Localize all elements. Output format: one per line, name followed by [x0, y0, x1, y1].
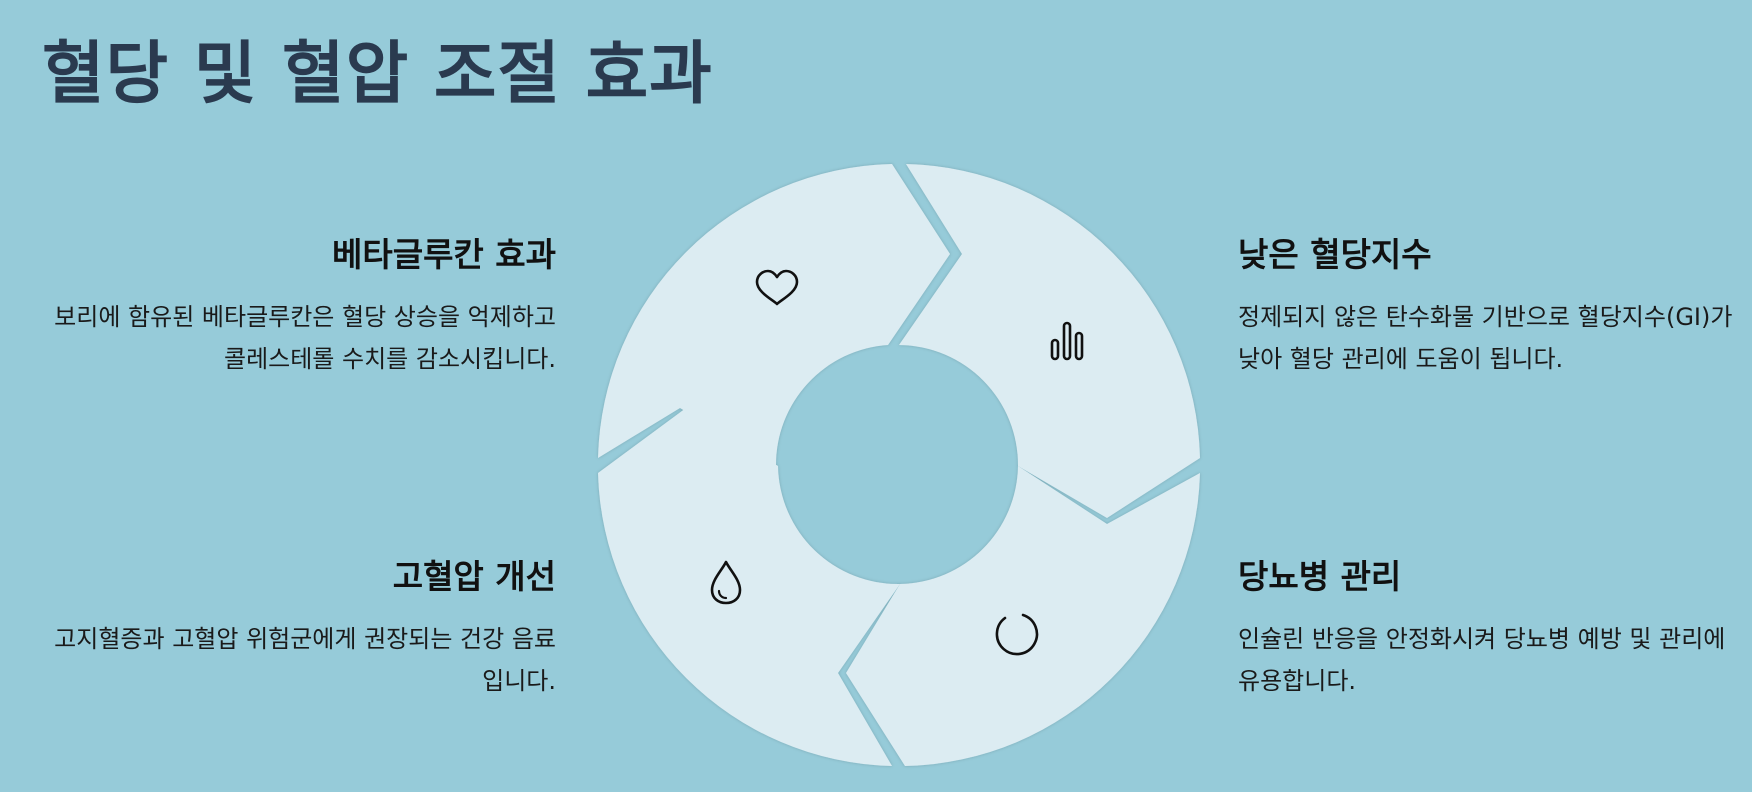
circle-arrow-icon: [995, 613, 1039, 656]
segment-top-right: [899, 164, 1200, 518]
benefit-heading: 베타글루칸 효과: [331, 235, 556, 274]
segment-top-left: [598, 164, 950, 466]
benefit-text: 고지혈증과 고혈압 위험군에게 권장되는 건강 음료입니다.: [54, 625, 556, 695]
page-title: 혈당 및 혈압 조절 효과: [42, 35, 713, 114]
benefit-text: 인슐린 반응을 안정화시켜 당뇨병 예방 및 관리에 유용합니다.: [1238, 625, 1726, 695]
benefit-blood-pressure: 고혈압 개선 고지혈증과 고혈압 위험군에게 권장되는 건강 음료입니다.: [40, 550, 556, 702]
benefit-text: 정제되지 않은 탄수화물 기반으로 혈당지수(GI)가 낮아 혈당 관리에 도움…: [1238, 303, 1733, 373]
benefit-heading: 당뇨병 관리: [1238, 557, 1402, 596]
benefit-text: 보리에 함유된 베타글루칸은 혈당 상승을 억제하고 콜레스테롤 수치를 감소시…: [54, 303, 556, 373]
benefit-beta-glucan: 베타글루칸 효과 보리에 함유된 베타글루칸은 혈당 상승을 억제하고 콜레스테…: [52, 228, 556, 380]
heart-icon: [755, 269, 799, 306]
bar-chart-icon: [1050, 321, 1084, 361]
benefit-diabetes: 당뇨병 관리 인슐린 반응을 안정화시켜 당뇨병 예방 및 관리에 유용합니다.: [1238, 550, 1738, 702]
benefit-low-gi: 낮은 혈당지수 정제되지 않은 탄수화물 기반으로 혈당지수(GI)가 낮아 혈…: [1238, 228, 1738, 380]
droplet-icon: [710, 560, 742, 605]
cycle-diagram: [598, 164, 1200, 766]
benefit-heading: 고혈압 개선: [392, 557, 556, 596]
benefit-heading: 낮은 혈당지수: [1238, 235, 1432, 274]
segment-bottom-left: [598, 408, 900, 766]
